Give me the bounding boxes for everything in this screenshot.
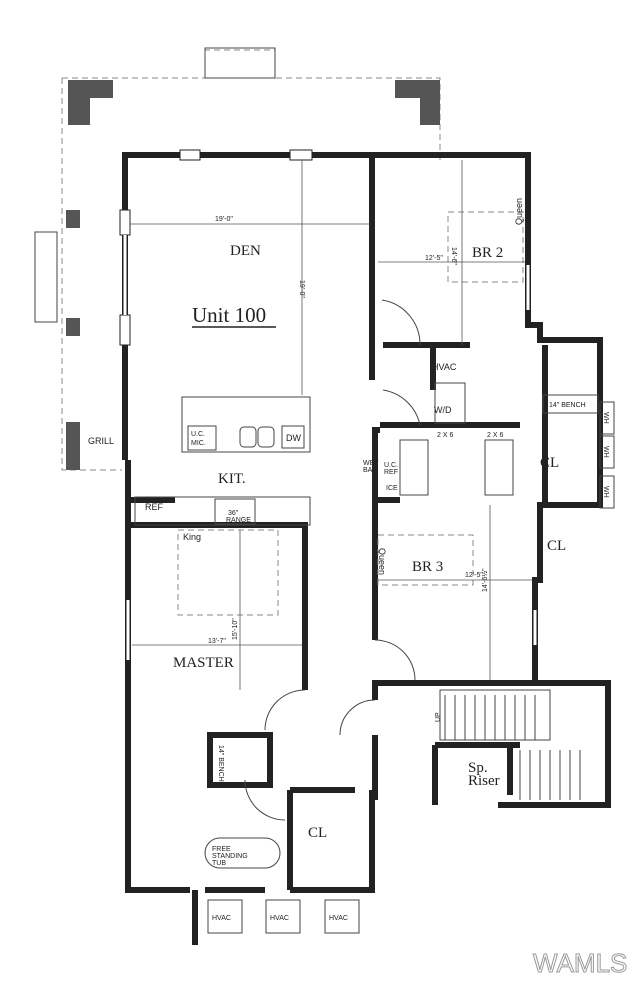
fridge-label: REF — [384, 469, 398, 476]
water-heater-label: WH — [602, 412, 609, 424]
dimension-label: 19'-0" — [298, 280, 305, 298]
column — [68, 80, 113, 98]
dimension-lines — [130, 160, 532, 690]
ice-label: ICE — [386, 485, 398, 492]
room-label-br2: BR 2 — [472, 245, 503, 261]
column — [420, 80, 440, 125]
dimension-label: 12'-5" — [465, 572, 483, 579]
tub-label: STANDING — [212, 853, 248, 860]
grill-label: GRILL — [88, 436, 114, 446]
room-label-closet: CL — [540, 455, 559, 471]
refrigerator-label: REF — [145, 502, 164, 512]
hvac-label: HVAC — [432, 362, 457, 372]
dimension-label: 19'-0" — [215, 216, 233, 223]
room-label-riser: Riser — [468, 773, 500, 789]
stair-up-label: UP — [435, 712, 442, 722]
microwave-label: U.C. — [191, 431, 205, 438]
bed-label: Queen — [377, 548, 387, 575]
hvac-unit-label: HVAC — [329, 915, 348, 922]
plan-title: Unit 100 — [192, 303, 266, 327]
bed-label: King — [183, 532, 201, 542]
microwave-label: MIC. — [191, 440, 206, 447]
wall-note: 2 X 6 — [437, 432, 453, 439]
windows — [119, 149, 537, 660]
washer-dryer-label: W/D — [434, 405, 452, 415]
water-heater-label: WH — [602, 486, 609, 498]
bench-label: 14" BENCH — [217, 745, 224, 782]
dimension-label: 15'-10" — [232, 618, 239, 640]
bed-label: Queen — [514, 198, 524, 225]
fridge-label: U.C. — [384, 462, 398, 469]
wet-bar-label: WET — [363, 460, 379, 467]
range-label: RANGE — [226, 517, 251, 524]
wet-bar-label: BAR — [363, 467, 377, 474]
hvac-unit-label: HVAC — [212, 915, 231, 922]
room-label-den: DEN — [230, 243, 261, 259]
dimension-label: 14'-6½" — [481, 568, 489, 592]
room-label-kitchen: KIT. — [218, 471, 246, 487]
dishwasher-label: DW — [286, 433, 301, 443]
room-label-closet: CL — [547, 538, 566, 554]
room-label-closet: CL — [308, 825, 327, 841]
room-label-br3: BR 3 — [412, 559, 443, 575]
tub-label: FREE — [212, 846, 231, 853]
bench-label: 14" BENCH — [549, 402, 586, 409]
hvac-unit-label: HVAC — [270, 915, 289, 922]
dimension-label: 12'-5" — [425, 255, 443, 262]
wall-note: 2 X 6 — [487, 432, 503, 439]
room-label-riser: Sp. — [468, 760, 488, 776]
porch-outline — [34, 47, 441, 471]
dimension-label: 14'-6" — [450, 247, 457, 265]
tub-label: TUB — [212, 860, 226, 867]
watermark: WAMLS — [533, 948, 627, 978]
range-label: 36" — [228, 510, 239, 517]
walls — [122, 152, 611, 945]
water-heater-label: WH — [602, 446, 609, 458]
dimension-label: 13'-7" — [208, 638, 226, 645]
fixtures — [134, 211, 615, 934]
room-label-master: MASTER — [173, 655, 234, 671]
